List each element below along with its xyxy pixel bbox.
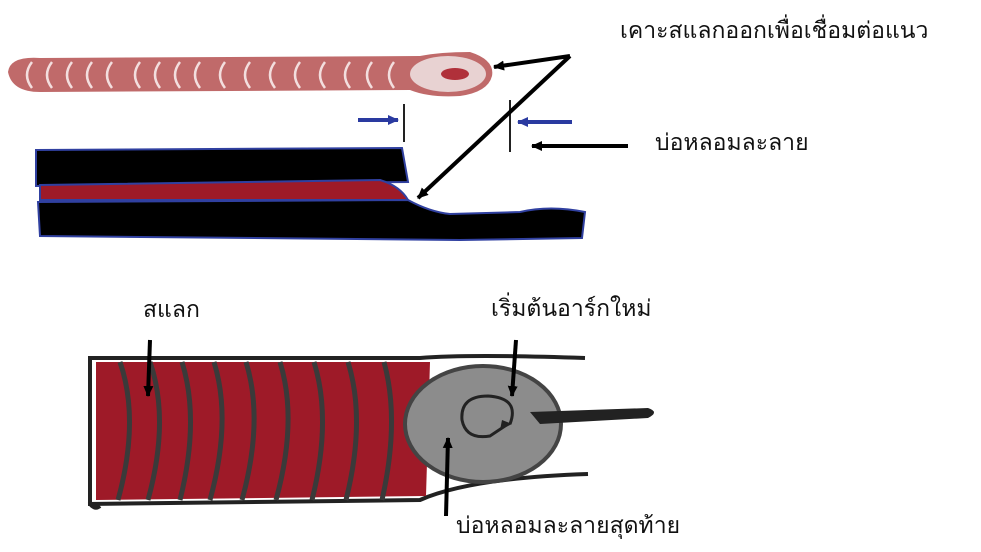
restart-illustration	[88, 356, 654, 508]
final-crater	[405, 366, 561, 482]
arrow-slag	[148, 340, 150, 396]
label-weld-pool: บ่อหลอมละลาย	[655, 132, 809, 155]
weld-cross-section	[36, 148, 585, 240]
label-slag-removal: เคาะสแลกออกเพื่อเชื่อมต่อแนว	[620, 20, 928, 43]
label-restart-arc: เริ่มต้นอาร์กใหม่	[491, 298, 652, 321]
weld-bead	[8, 52, 492, 96]
label-slag: สแลก	[143, 299, 200, 322]
arrow-final-crater	[446, 438, 448, 516]
label-final-crater: บ่อหลอมละลายสุดท้าย	[456, 515, 680, 538]
